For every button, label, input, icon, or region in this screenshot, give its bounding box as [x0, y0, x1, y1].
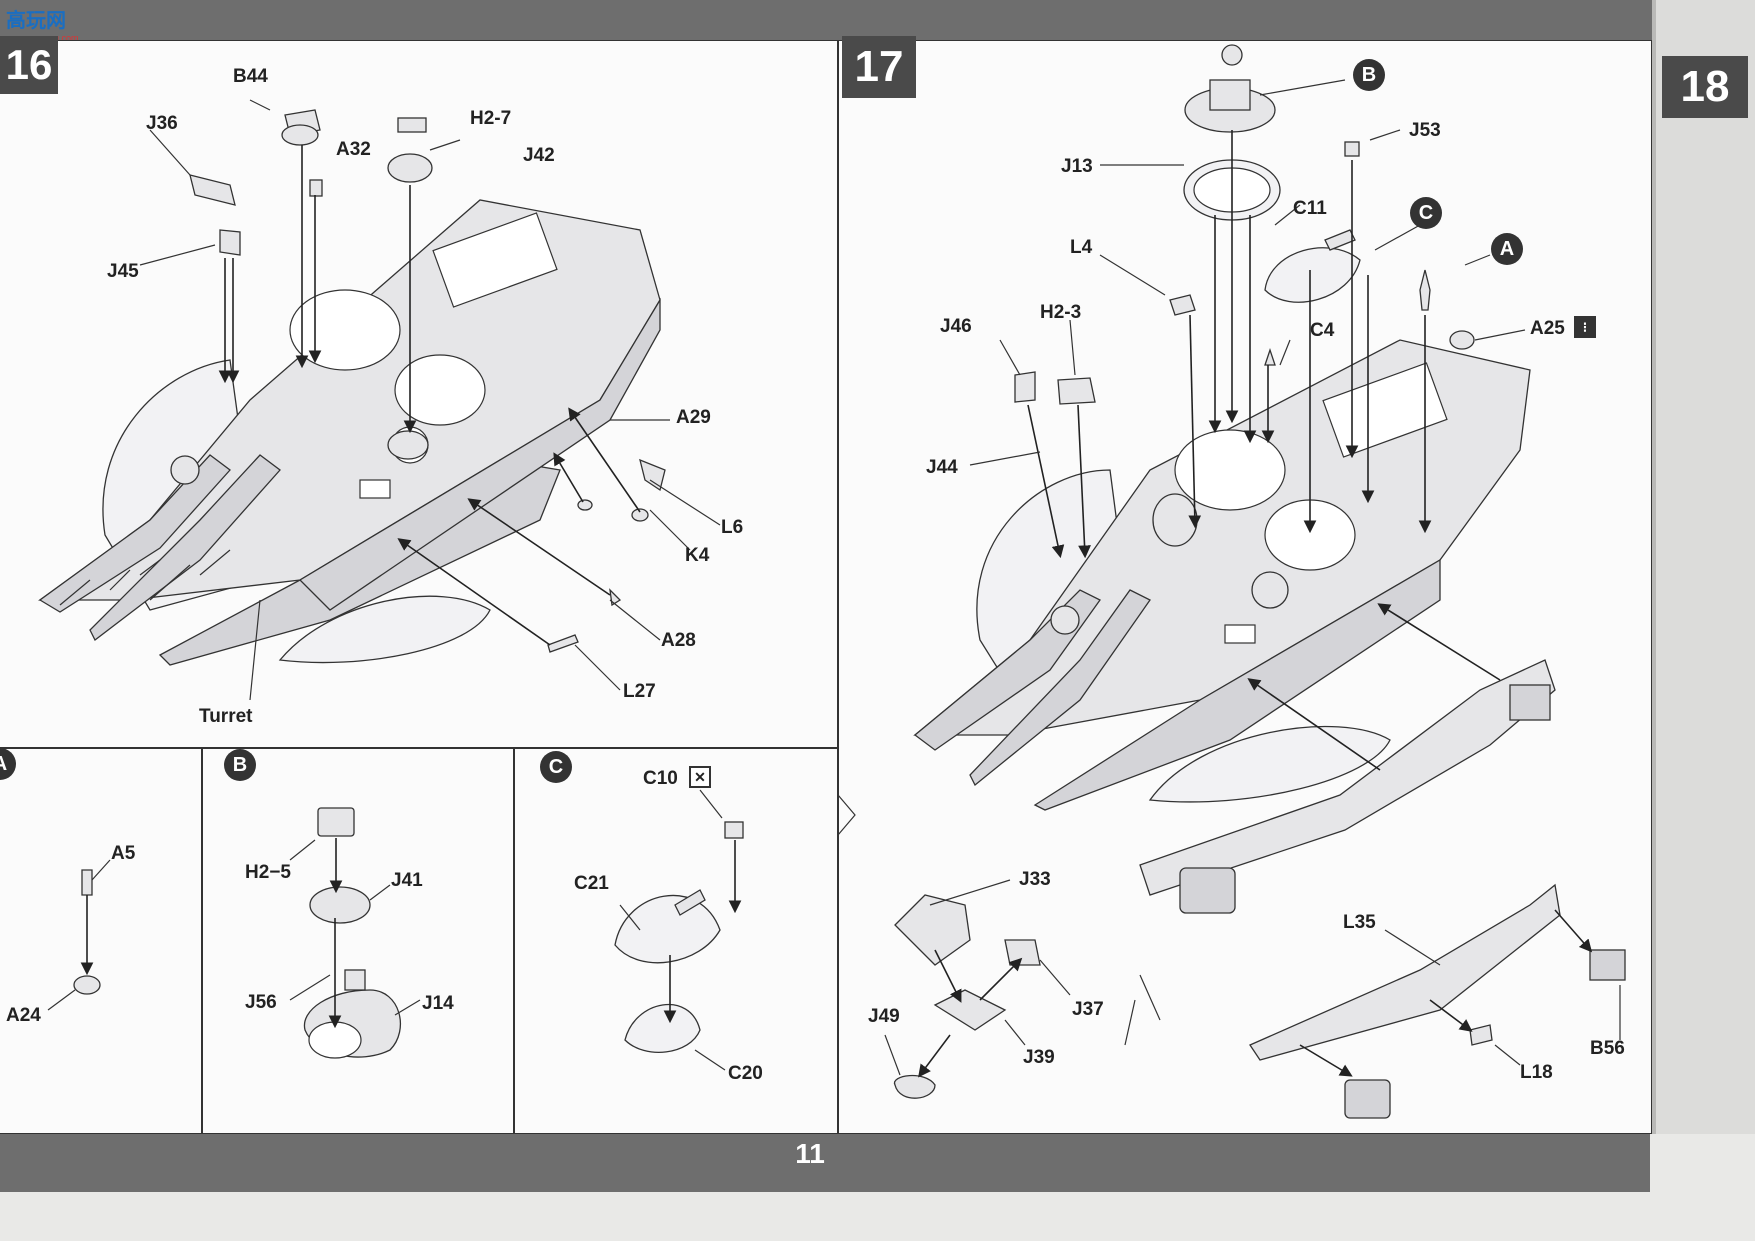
part-label-j56: J56: [245, 992, 277, 1013]
part-label-h2-7: H2-7: [470, 108, 512, 129]
drawing-sub-b: [289, 807, 421, 1059]
scan-top-bar: [0, 0, 1755, 40]
drawing-sub-a: [47, 859, 111, 1011]
part-label-k4: K4: [685, 545, 710, 566]
step-number-18: 18: [1662, 56, 1748, 118]
part-label-j44: J44: [926, 457, 958, 478]
part-label-a29: A29: [676, 407, 711, 428]
part-label-j14: J14: [422, 993, 454, 1014]
part-label-a28: A28: [661, 630, 696, 651]
turret-step16: [38, 199, 661, 666]
part-label-l4: L4: [1070, 237, 1093, 258]
part-label-a25: A25: [1530, 318, 1565, 339]
part-label-j46: J46: [940, 316, 972, 337]
part-label-j13: J13: [1061, 156, 1093, 177]
part-label-b44: B44: [233, 66, 268, 87]
part-label-a24: A24: [6, 1005, 41, 1026]
arrows-step17: [969, 79, 1526, 559]
part-label-j49: J49: [868, 1006, 900, 1027]
page-fold: [1652, 0, 1656, 1190]
sub-tag-c: C: [540, 751, 572, 783]
part-label-j53: J53: [1409, 120, 1441, 141]
step-number-16: 16: [0, 36, 58, 94]
part-label-b56: B56: [1590, 1038, 1625, 1059]
arrows-step16: [139, 99, 721, 701]
part-label-h2-5: H2−5: [245, 862, 291, 883]
sub-tag-b: B: [224, 749, 256, 781]
footer-bar: [0, 1134, 1650, 1192]
part-label-c21: C21: [574, 873, 609, 894]
loose-parts-step17: [1014, 44, 1475, 405]
part-label-j39: J39: [1023, 1047, 1055, 1068]
loose-parts-step16: [189, 109, 666, 653]
part-label-l35: L35: [1343, 912, 1376, 933]
turret-label: Turret: [199, 706, 253, 727]
sub-tag-a: A: [0, 748, 16, 780]
option-mark-icon: ⁝: [1574, 316, 1596, 338]
part-label-l18: L18: [1520, 1062, 1553, 1083]
part-label-j33: J33: [1019, 869, 1051, 890]
panel-sub-b: [202, 748, 514, 1134]
part-label-a32: A32: [336, 139, 371, 160]
page-number: 11: [795, 1138, 825, 1169]
drawing-sub-c: [614, 789, 744, 1071]
step17-tag-b: B: [1353, 59, 1385, 91]
drawing-suspension: [884, 879, 1071, 1099]
step-number-17: 17: [842, 36, 916, 98]
step17-tag-a: A: [1491, 233, 1523, 265]
part-label-a5: A5: [111, 843, 136, 864]
part-label-h2-3: H2-3: [1040, 302, 1082, 323]
part-label-j36: J36: [146, 113, 178, 134]
part-label-c20: C20: [728, 1063, 763, 1084]
part-label-l6: L6: [721, 517, 744, 538]
panel-sub-a: [0, 748, 202, 1134]
part-label-j42: J42: [523, 145, 555, 166]
part-label-j41: J41: [391, 870, 423, 891]
next-page-strip: [1652, 0, 1755, 1241]
part-label-c11: C11: [1293, 198, 1327, 219]
drawing-frame: [1249, 883, 1626, 1119]
cross-box-icon: ✕: [689, 766, 711, 788]
step17-tag-c: C: [1410, 197, 1442, 229]
side-rail-step17: [1139, 603, 1556, 914]
part-label-l27: L27: [623, 681, 656, 702]
part-label-c4: C4: [1310, 320, 1335, 341]
part-label-c10: C10: [643, 768, 678, 789]
part-label-j37: J37: [1072, 999, 1104, 1020]
part-label-j45: J45: [107, 261, 139, 282]
